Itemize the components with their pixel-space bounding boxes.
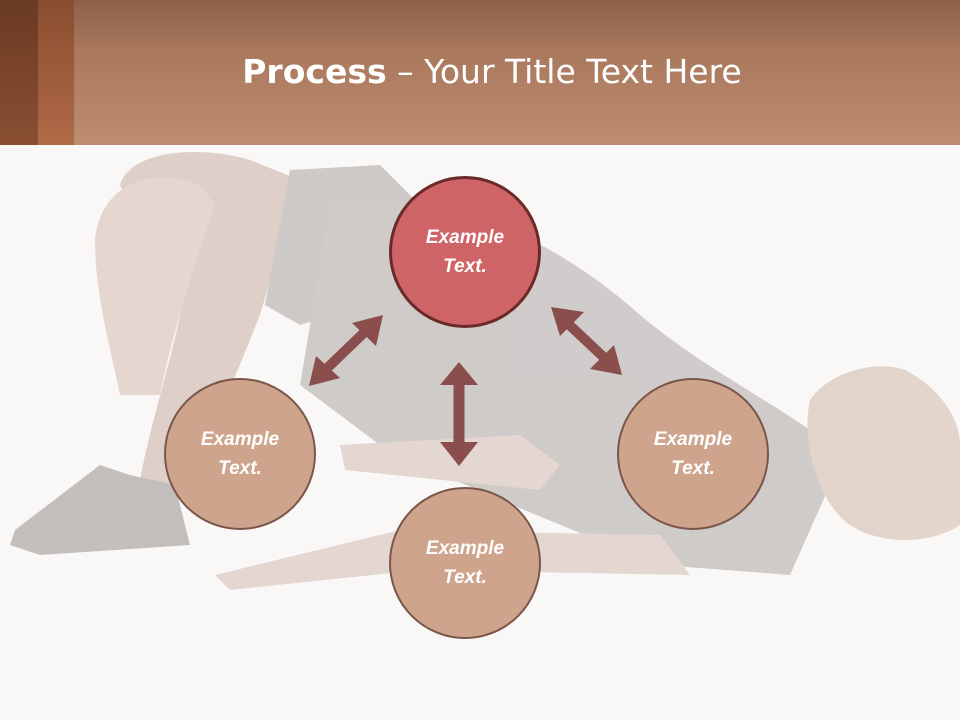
node-left[interactable]: Example Text. xyxy=(164,378,316,530)
node-bottom[interactable]: Example Text. xyxy=(389,487,541,639)
node-bottom-label: Example Text. xyxy=(425,538,505,588)
node-center[interactable]: Example Text. xyxy=(389,176,541,328)
title-bar: Process – Your Title Text Here xyxy=(0,0,960,145)
node-right[interactable]: Example Text. xyxy=(617,378,769,530)
title-rest: – Your Title Text Here xyxy=(386,52,742,91)
accent-strip-dark xyxy=(0,0,38,145)
node-left-label: Example Text. xyxy=(200,429,280,479)
title-bold: Process xyxy=(242,52,387,91)
slide-title[interactable]: Process – Your Title Text Here xyxy=(0,52,960,91)
accent-strip-light xyxy=(38,0,74,145)
node-right-label: Example Text. xyxy=(653,429,733,479)
node-center-label: Example Text. xyxy=(425,227,505,277)
